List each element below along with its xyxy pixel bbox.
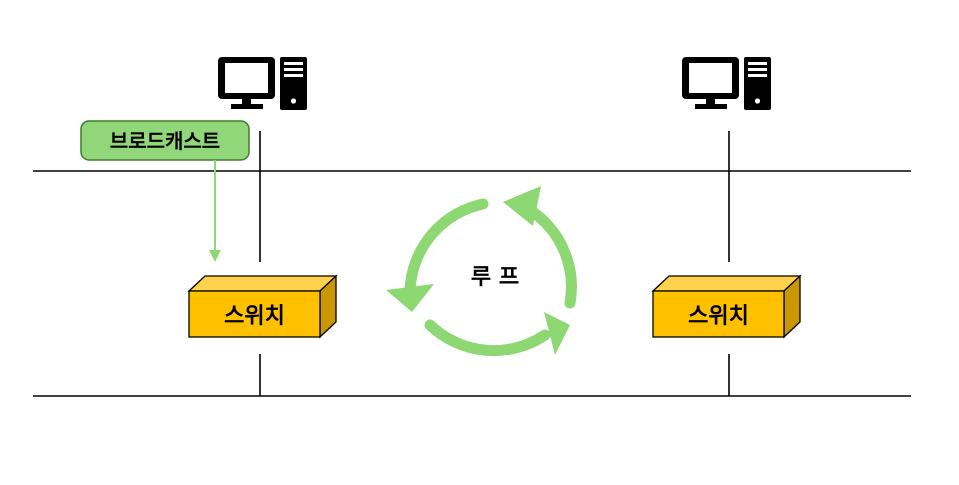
desktop-computer-icon-left: [218, 57, 307, 110]
desktop-computer-icon-right: [682, 57, 771, 110]
broadcast-label: 브로드캐스트: [110, 129, 220, 153]
broadcast-arrow: [209, 160, 221, 262]
switch-right-label: 스위치: [688, 304, 749, 329]
switch-right: 스위치: [651, 274, 802, 339]
cycle-arrowheads: [386, 186, 570, 355]
broadcast-label-box: 브로드캐스트: [80, 120, 250, 161]
loop-label: 루 프: [471, 265, 519, 290]
switch-left-label: 스위치: [224, 304, 285, 329]
cycle-arrows-icon: [404, 198, 577, 357]
switch-left: 스위치: [187, 274, 338, 339]
